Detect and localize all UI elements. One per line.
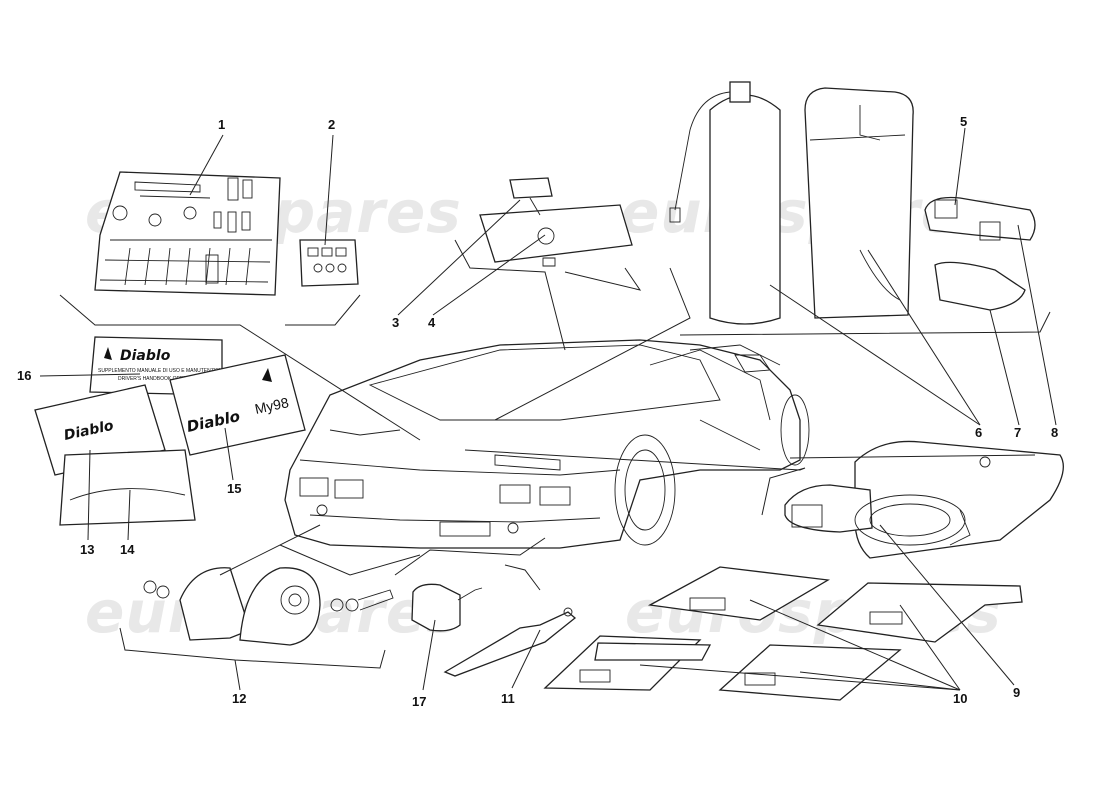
callout-13: 13 (80, 542, 95, 557)
leader-lines (39, 127, 1057, 691)
callout-3: 3 (392, 315, 400, 330)
handbook-subtitle-1: SUPPLEMENTO MANUALE DI USO E MANUTENZION… (98, 368, 227, 374)
part-tool-roll (94, 171, 281, 296)
callout-8: 8 (1051, 425, 1059, 440)
callout-17: 17 (412, 694, 427, 709)
callout-2: 2 (328, 117, 336, 132)
callout-14: 14 (120, 542, 135, 557)
callout-5: 5 (960, 114, 968, 129)
part-electronic-unit (411, 583, 483, 632)
part-fuse-box (299, 239, 359, 287)
callout-9: 9 (1013, 685, 1021, 700)
part-bracket-cover (934, 261, 1026, 311)
handbook-subtitle-2: DRIVER'S HANDBOOK OPERATING (118, 376, 202, 382)
callout-6: 6 (975, 425, 983, 440)
part-lever (443, 607, 577, 677)
part-horns (143, 567, 394, 646)
callout-1: 1 (218, 117, 226, 132)
part-mounting-strap (924, 196, 1036, 241)
part-book-15: Diablo My98 (169, 354, 306, 456)
callout-7: 7 (1014, 425, 1022, 440)
part-fire-extinguisher (669, 81, 781, 325)
callout-16: 16 (17, 368, 32, 383)
callout-4: 4 (428, 315, 436, 330)
part-floor-mats (543, 566, 1023, 701)
handbook-title: Diablo (120, 348, 171, 364)
part-rear-view-mirror (479, 177, 633, 267)
part-extinguisher-bag (804, 87, 914, 319)
car-drawing (284, 339, 810, 549)
callout-15: 15 (227, 481, 242, 496)
part-inflator-kit (784, 440, 1064, 559)
callout-10: 10 (953, 691, 968, 706)
part-book-14 (59, 449, 196, 526)
callout-11: 11 (501, 691, 515, 706)
callout-12: 12 (232, 691, 247, 706)
book-15-model: My98 (253, 394, 290, 417)
